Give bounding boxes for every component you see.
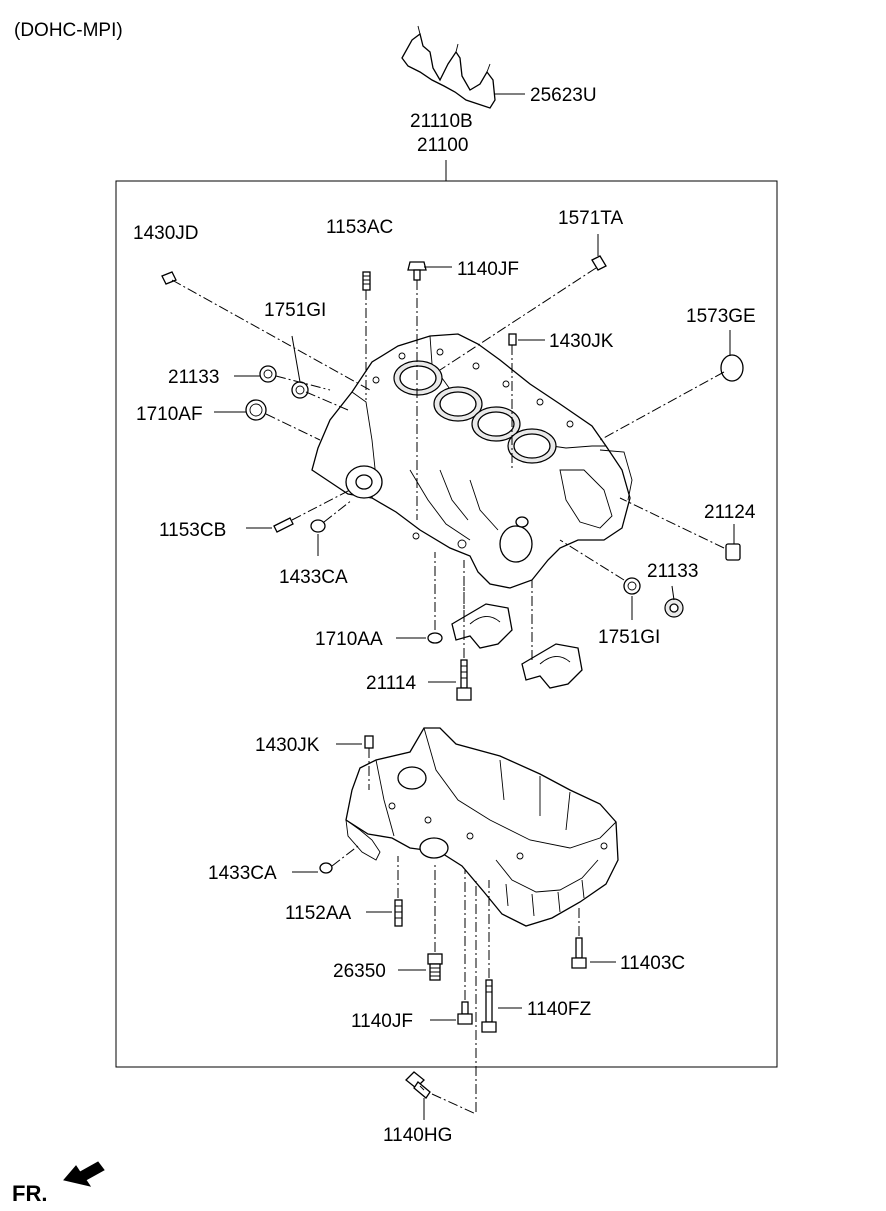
bearing-cap-2-drawing: [521, 643, 583, 689]
plug-21133-right-icon: [664, 598, 684, 618]
bolt-1140JF-top-icon: [407, 261, 427, 281]
front-direction-label: FR.: [12, 1181, 47, 1206]
callout-1751GI-right: 1751GI: [598, 627, 660, 648]
callout-1153AC: 1153AC: [326, 217, 393, 238]
callout-1430JK-top: 1430JK: [549, 331, 614, 352]
callout-1140FZ: 1140FZ: [527, 999, 591, 1020]
pin-1430JD-icon: [161, 271, 177, 285]
callout-1140JF-top: 1140JF: [457, 259, 519, 280]
bolt-21114-icon: [456, 659, 472, 701]
dowel-1430JK-bottom-icon: [364, 735, 374, 749]
assembly-frame: [115, 180, 778, 1068]
callout-1751GI-left: 1751GI: [264, 300, 326, 321]
callout-25623U: 25623U: [530, 85, 597, 106]
callout-1433CA-bottom: 1433CA: [208, 863, 277, 884]
callout-21100: 21100: [417, 135, 468, 156]
callout-26350: 26350: [333, 961, 386, 982]
dowel-1430JK-top-icon: [508, 333, 517, 346]
gasket-25623U-drawing: [401, 25, 496, 109]
callout-21110B: 21110B: [410, 111, 473, 132]
bolt-11403C-icon: [571, 937, 587, 969]
callout-1140JF-bottom: 1140JF: [351, 1011, 413, 1032]
oring-1710AA-icon: [427, 632, 443, 644]
callout-1433CA-top: 1433CA: [279, 567, 348, 588]
callout-1571TA: 1571TA: [558, 208, 623, 229]
ring-1751GI-right-icon: [623, 577, 641, 595]
stud-1152AA-icon: [394, 899, 403, 927]
callout-1430JD: 1430JD: [133, 223, 199, 244]
stud-1153AC-icon: [362, 271, 371, 291]
bolt-1140HG-icon: [405, 1071, 431, 1099]
cylinder-block-drawing: [311, 333, 633, 589]
oil-pan-drawing: [345, 727, 619, 927]
callout-1573GE: 1573GE: [686, 306, 756, 327]
callout-11403C: 11403C: [620, 953, 685, 974]
callout-1152AA: 1152AA: [285, 903, 352, 924]
plug-1573GE-icon: [720, 354, 744, 382]
plug-1433CA-top-icon: [310, 519, 326, 533]
callout-21133-left: 21133: [168, 367, 219, 388]
ring-1751GI-left-icon: [291, 381, 309, 399]
switch-26350-icon: [427, 953, 443, 981]
callout-21133-right: 21133: [647, 561, 698, 582]
plug-1433CA-bottom-icon: [319, 862, 333, 874]
plug-1571TA-icon: [591, 255, 607, 271]
callout-1140HG: 1140HG: [383, 1125, 452, 1146]
variant-title: (DOHC-MPI): [14, 20, 123, 41]
plug-21124-icon: [725, 543, 741, 561]
callout-1430JK-bottom: 1430JK: [255, 735, 320, 756]
bolt-1140FZ-icon: [481, 979, 497, 1033]
stud-1153CB-icon: [273, 517, 294, 533]
front-arrow-icon: [63, 1161, 105, 1187]
plug-21133-left-icon: [259, 365, 277, 383]
callout-1153CB: 1153CB: [159, 520, 226, 541]
callout-1710AA: 1710AA: [315, 629, 383, 650]
bearing-cap-1-drawing: [451, 603, 513, 649]
callout-21114: 21114: [366, 673, 416, 694]
leader-lines: [171, 234, 735, 1120]
bolt-1140JF-bottom-icon: [457, 1001, 473, 1025]
callout-1710AF: 1710AF: [136, 404, 203, 425]
oring-1710AF-icon: [245, 399, 267, 421]
callout-21124: 21124: [704, 502, 756, 523]
